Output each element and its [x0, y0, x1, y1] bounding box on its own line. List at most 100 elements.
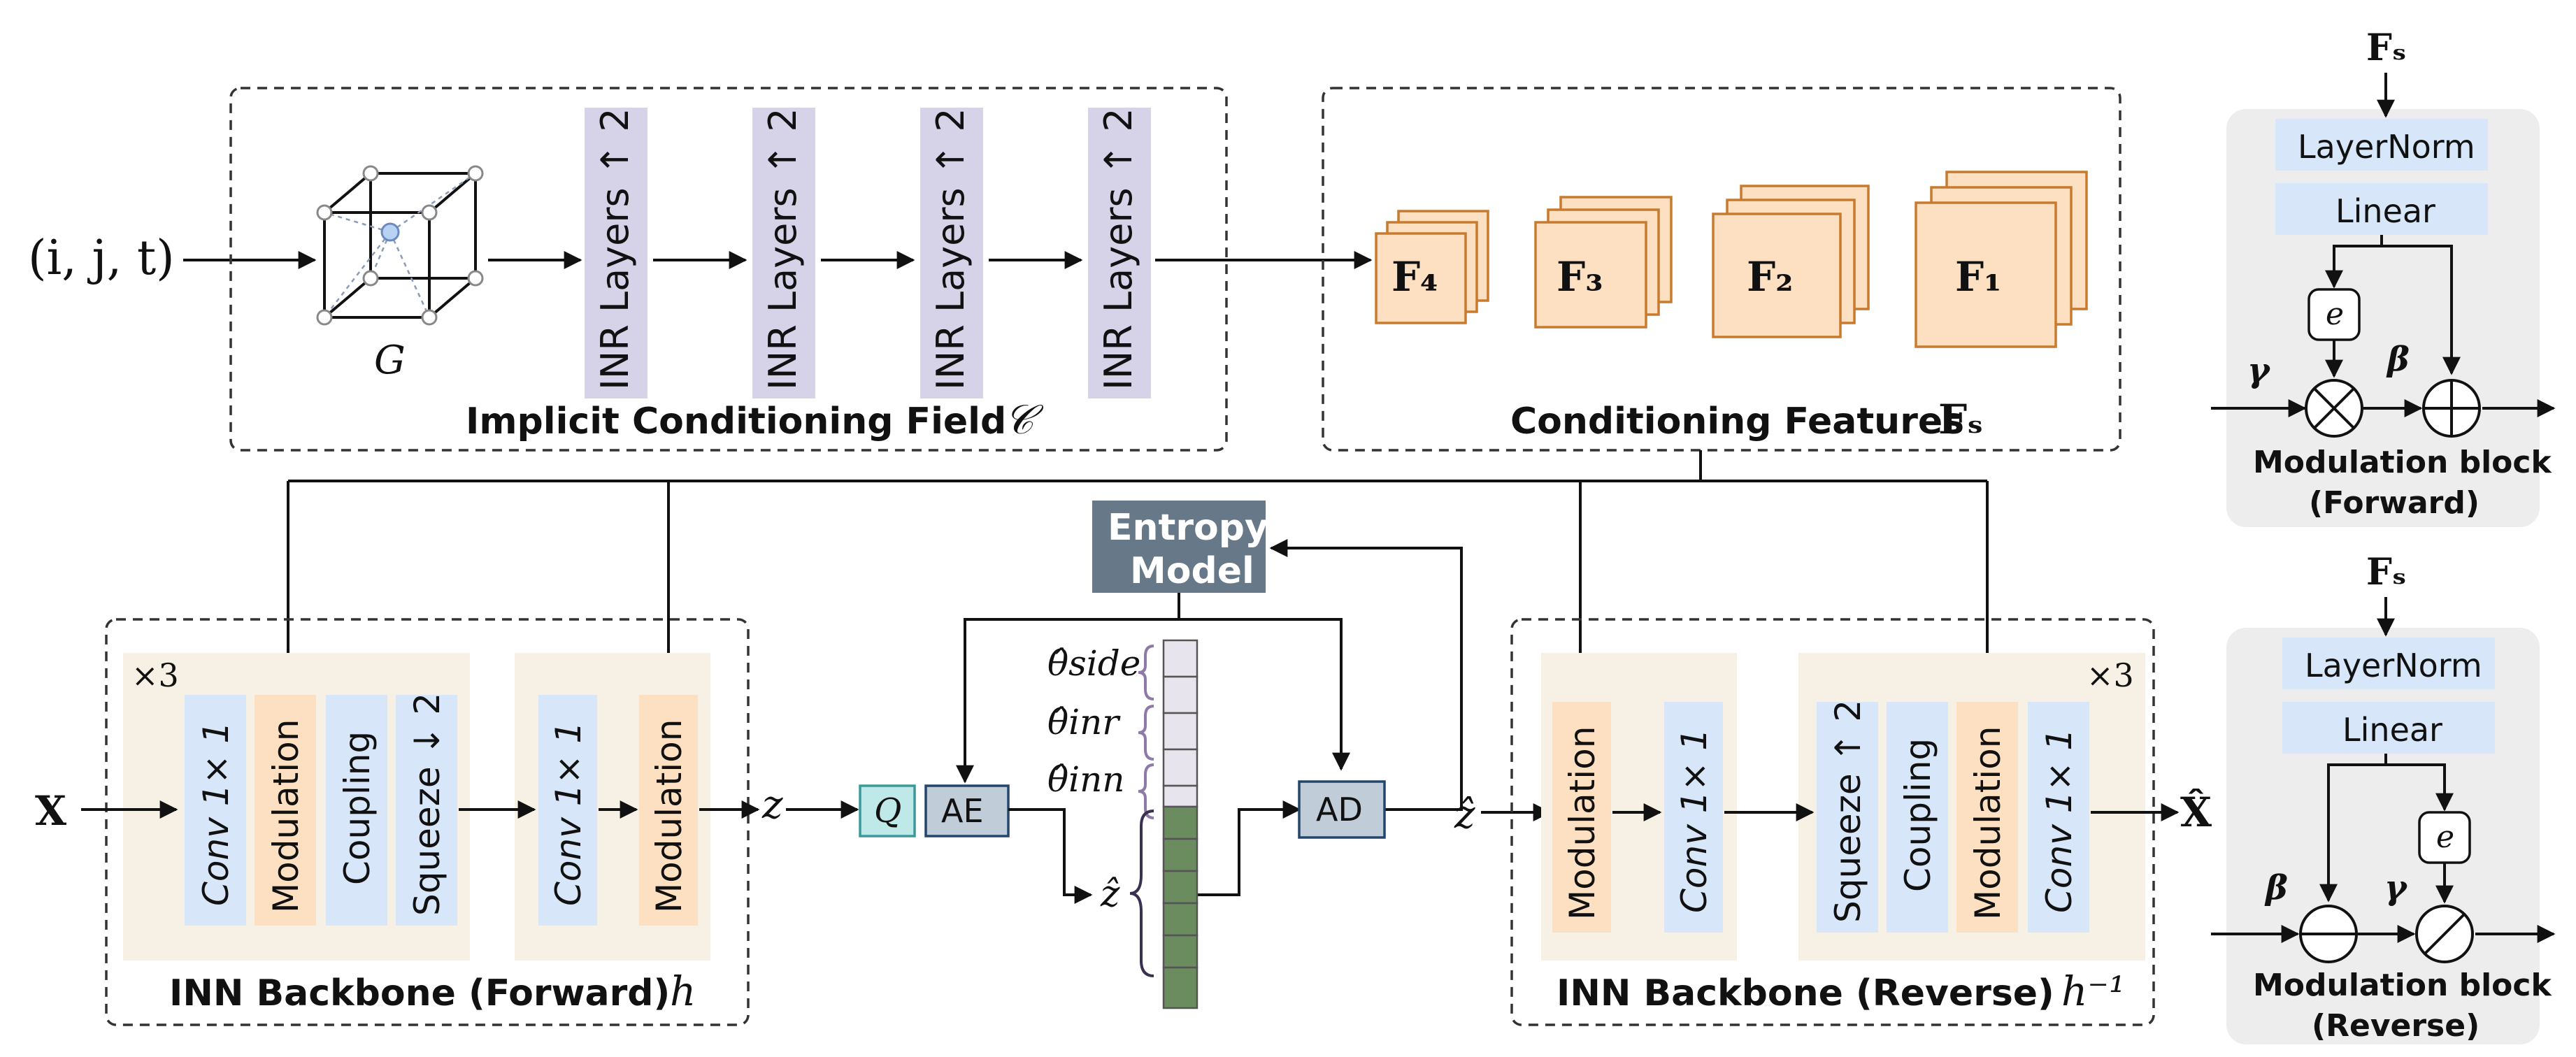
theta-inn: θ̂inn — [1047, 759, 1125, 800]
mod-forward-layernorm: LayerNorm — [2275, 119, 2488, 171]
output-xhat: X̂ — [2180, 788, 2212, 836]
svg-text:e: e — [2436, 819, 2454, 855]
reverse-squeeze: Squeeze ↑ 2 — [1817, 700, 1878, 933]
feature-f1 — [1915, 171, 2088, 348]
feature-f3-label: F₃ — [1557, 253, 1603, 301]
feature-f3 — [1534, 196, 1673, 329]
svg-text:LayerNorm: LayerNorm — [2298, 128, 2475, 166]
features-frame — [1322, 87, 2121, 452]
features-caption: Conditioning Features — [1510, 401, 1964, 443]
reverse-modulation-2: Modulation — [1956, 702, 2018, 933]
svg-text:Modulation: Modulation — [1562, 726, 1603, 920]
reverse-caption: INN Backbone (Reverse) — [1557, 972, 2054, 1014]
inr-layer-4: INR Layers ↑ 2 — [1088, 108, 1151, 398]
reverse-frame — [1510, 618, 2155, 1026]
mod-reverse-caption-2: (Reverse) — [2312, 1008, 2480, 1044]
svg-text:Q: Q — [874, 791, 901, 830]
svg-text:LayerNorm: LayerNorm — [2305, 647, 2482, 684]
feature-f4 — [1375, 210, 1489, 324]
forward-caption: INN Backbone (Forward) — [169, 972, 670, 1014]
mod-forward-beta: β — [2386, 340, 2410, 379]
svg-text:Coupling: Coupling — [337, 731, 378, 885]
arithmetic-encoder: AE — [924, 784, 1010, 837]
mod-reverse-beta: β — [2264, 868, 2288, 907]
mod-forward-multiply-icon — [2305, 379, 2363, 438]
svg-text:INR Layers ↑ 2: INR Layers ↑ 2 — [761, 108, 805, 390]
latent-stack — [1162, 639, 1198, 1009]
mod-forward-e: e — [2307, 288, 2361, 341]
feature-f4-label: F₄ — [1391, 253, 1438, 301]
reverse-conv-1: Conv 1× 1 — [1664, 702, 1723, 933]
reverse-repeat-label: ×3 — [2087, 656, 2134, 694]
inr-caption-symbol: 𝒞 — [1004, 396, 1044, 443]
mod-forward-caption-2: (Forward) — [2309, 485, 2480, 521]
svg-text:AE: AE — [941, 792, 984, 830]
reverse-caption-symbol: h⁻¹ — [2061, 968, 2125, 1015]
mod-forward-caption-1: Modulation block — [2253, 445, 2552, 480]
mod-reverse-linear: Linear — [2282, 702, 2495, 754]
arithmetic-decoder: AD — [1298, 780, 1386, 839]
svg-text:Linear: Linear — [2335, 192, 2435, 230]
grid-cube-icon — [316, 165, 484, 326]
entropy-model: Entropy Model — [1092, 501, 1268, 593]
svg-text:Conv 1× 1: Conv 1× 1 — [196, 721, 236, 906]
inr-layer-3: INR Layers ↑ 2 — [920, 108, 983, 398]
mod-forward-add-icon — [2422, 379, 2481, 438]
forward-conv-1: Conv 1× 1 — [185, 695, 246, 926]
arrow-entropy-to-ad — [1179, 618, 1350, 771]
reverse-modulation-1: Modulation — [1552, 702, 1611, 933]
latent-zhat: ẑ — [1100, 873, 1120, 915]
inr-caption: Implicit Conditioning Field — [466, 401, 1006, 443]
arrow-entropy-to-ae — [956, 593, 1180, 784]
mod-reverse-divide-icon — [2415, 905, 2474, 963]
svg-text:Modulation: Modulation — [649, 719, 689, 913]
mod-forward-linear: Linear — [2275, 183, 2488, 235]
svg-text:INR Layers ↑ 2: INR Layers ↑ 2 — [593, 108, 637, 390]
features-caption-symbol: Fₛ — [1938, 396, 1983, 443]
feature-f1-label: F₁ — [1955, 253, 2002, 301]
latent-brace-zhat — [1129, 810, 1154, 977]
forward-conv-2: Conv 1× 1 — [538, 695, 597, 926]
mod-reverse-e: e — [2418, 811, 2471, 864]
feature-distribution-lines — [279, 450, 1996, 694]
feature-f2-label: F₂ — [1747, 253, 1794, 301]
svg-text:Squeeze ↑ 2: Squeeze ↑ 2 — [1828, 700, 1868, 923]
svg-text:Modulation: Modulation — [1968, 726, 2008, 920]
svg-text:Conv 1× 1: Conv 1× 1 — [2039, 728, 2080, 913]
forward-modulation-2: Modulation — [639, 695, 698, 926]
latent-z: z — [761, 782, 783, 828]
theta-side: θ̂side — [1047, 643, 1140, 684]
grid-label: G — [374, 338, 406, 383]
svg-text:AD: AD — [1316, 791, 1363, 828]
svg-text:Conv 1× 1: Conv 1× 1 — [548, 721, 589, 906]
input-coords: (i, j, t) — [28, 231, 175, 286]
svg-text:Conv 1× 1: Conv 1× 1 — [1674, 728, 1715, 913]
svg-text:INR Layers ↑ 2: INR Layers ↑ 2 — [929, 108, 973, 390]
svg-text:Squeeze ↓ 2: Squeeze ↓ 2 — [407, 693, 448, 916]
arrow-latent-to-ad — [1196, 800, 1301, 896]
forward-repeat-label: ×3 — [131, 656, 179, 694]
arrow-zhat-to-entropy — [1269, 539, 1463, 727]
decoded-zhat: ẑ — [1454, 792, 1475, 837]
inr-layer-1: INR Layers ↑ 2 — [585, 108, 647, 398]
mod-reverse-caption-1: Modulation block — [2253, 968, 2552, 1003]
mod-reverse-gamma: γ — [2384, 868, 2408, 907]
arrow-ae-to-zhat — [1008, 808, 1093, 904]
quantizer-q: Q — [859, 784, 916, 837]
forward-frame — [105, 618, 750, 1026]
reverse-conv-2: Conv 1× 1 — [2028, 702, 2089, 933]
svg-text:Linear: Linear — [2342, 711, 2442, 749]
svg-text:Model: Model — [1130, 550, 1254, 592]
forward-modulation-1: Modulation — [255, 695, 316, 926]
input-x: X — [35, 787, 66, 835]
forward-coupling: Coupling — [326, 695, 387, 926]
mod-forward-input: Fₛ — [2366, 27, 2406, 69]
mod-reverse-subtract-icon — [2299, 905, 2358, 963]
theta-inr: θ̂inr — [1047, 702, 1121, 742]
inr-layer-2: INR Layers ↑ 2 — [752, 108, 815, 398]
reverse-coupling: Coupling — [1887, 702, 1948, 933]
arrow-ad-to-entropy — [1384, 727, 1463, 811]
mod-reverse-layernorm: LayerNorm — [2282, 638, 2495, 689]
mod-forward-gamma: γ — [2247, 351, 2271, 390]
